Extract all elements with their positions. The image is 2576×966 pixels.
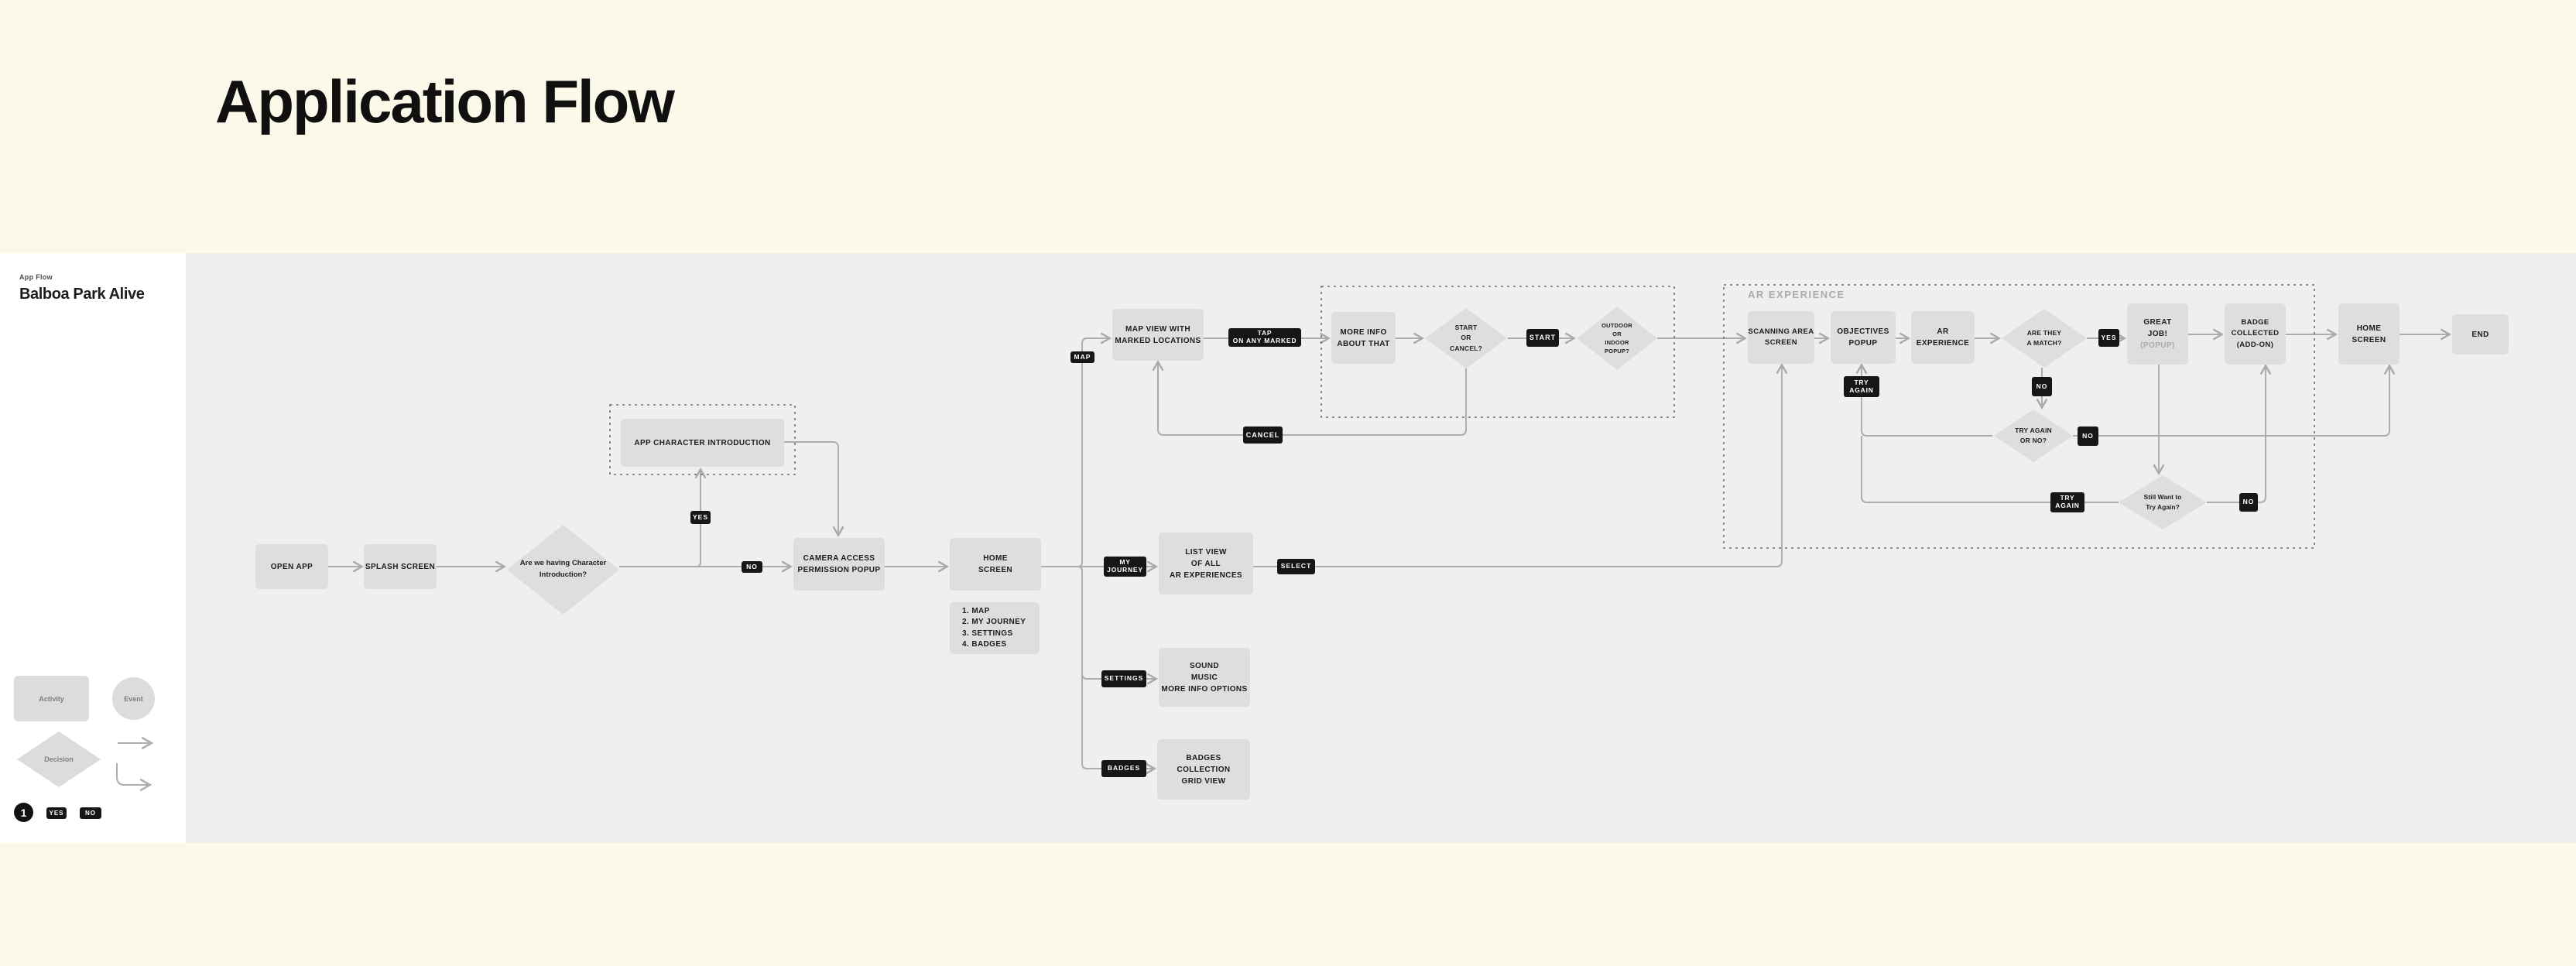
label-select: SELECT xyxy=(1277,559,1315,574)
edge-cancel-return xyxy=(1152,359,1467,436)
legend-activity-shape: Activity xyxy=(14,676,89,721)
legend-curved-arrow xyxy=(116,763,152,792)
edge-stillq-tryagain-rail xyxy=(1861,436,2119,503)
edge-no-homescreen xyxy=(2073,363,2396,437)
node-objectives-popup: OBJECTIVES POPUP xyxy=(1831,311,1896,364)
legend-event-label: Event xyxy=(124,694,143,703)
label-no-intro: NO xyxy=(742,561,762,573)
node-splash-screen: SPLASH SCREEN xyxy=(364,544,437,589)
node-home-menu-list: 1. MAP 2. MY JOURNEY 3. SETTINGS 4. BADG… xyxy=(950,602,1040,654)
ar-section-label: AR EXPERIENCE xyxy=(1748,289,1845,300)
label-badges: BADGES xyxy=(1101,760,1146,777)
edge-settings-branch xyxy=(1077,566,1159,685)
label-try-again-1: TRY AGAIN xyxy=(1844,376,1879,397)
legend-arrows xyxy=(116,736,154,792)
node-great-job-popup: GREAT JOB! (POPUP) xyxy=(2127,303,2188,365)
legend-no-pill: NO xyxy=(80,807,101,819)
label-no-still: NO xyxy=(2239,493,2258,512)
sidebar-title: Balboa Park Alive xyxy=(19,286,145,303)
node-end: END xyxy=(2452,314,2509,355)
legend-number-badge: 1 xyxy=(14,803,33,822)
label-yes-intro: YES xyxy=(690,511,711,524)
label-no-tryagain: NO xyxy=(2078,426,2098,446)
sidebar-eyebrow: App Flow xyxy=(19,273,53,281)
flow-connectors-svg xyxy=(328,284,2452,775)
legend-decision-label: Decision xyxy=(44,755,74,763)
edge-map-branch xyxy=(1077,332,1112,567)
edge-badges-branch xyxy=(1077,566,1157,775)
node-more-info: MORE INFO ABOUT THAT xyxy=(1331,312,1396,364)
node-app-character-introduction: APP CHARACTER INTRODUCTION xyxy=(621,419,784,467)
label-try-again-2: TRY AGAIN xyxy=(2050,492,2084,512)
label-tap-on-marked: TAP ON ANY MARKED xyxy=(1228,328,1301,347)
sidebar: App Flow Balboa Park Alive Activity Even… xyxy=(0,253,186,843)
label-cancel: CANCEL xyxy=(1243,426,1283,444)
node-scanning-area-screen: SCANNING AREA SCREEN xyxy=(1748,311,1814,364)
flow-canvas: AR EXPERIENCE OPEN APP SPLASH SCREEN APP… xyxy=(186,253,2576,843)
page-title: Application Flow xyxy=(215,67,675,135)
node-ar-experience: AR EXPERIENCE xyxy=(1911,311,1975,364)
edge-tryagain-objectives xyxy=(1855,362,1992,437)
node-home-screen-2: HOME SCREEN xyxy=(2338,303,2400,365)
legend-yes-pill: YES xyxy=(46,807,67,819)
great-job-sub-label: (POPUP) xyxy=(2140,341,2175,350)
node-badges-grid: BADGES COLLECTION GRID VIEW xyxy=(1157,739,1250,800)
node-camera-permission-popup: CAMERA ACCESS PERMISSION POPUP xyxy=(793,538,885,591)
legend-activity-label: Activity xyxy=(39,694,64,703)
label-my-journey: MY JOURNEY xyxy=(1104,557,1146,577)
edge-yes-character-intro xyxy=(694,467,707,567)
edge-select-scanning xyxy=(1253,362,1788,567)
label-map: MAP xyxy=(1070,351,1094,363)
label-no-match: NO xyxy=(2032,377,2052,396)
node-open-app: OPEN APP xyxy=(255,544,328,589)
node-list-view-ar: LIST VIEW OF ALL AR EXPERIENCES xyxy=(1159,533,1253,594)
diagram-band: App Flow Balboa Park Alive Activity Even… xyxy=(0,253,2576,843)
label-start: START xyxy=(1526,329,1559,347)
great-job-label: GREAT JOB! xyxy=(2143,318,2172,338)
node-map-view: MAP VIEW WITH MARKED LOCATIONS xyxy=(1112,309,1204,361)
label-settings: SETTINGS xyxy=(1101,670,1146,687)
node-home-screen: HOME SCREEN xyxy=(950,538,1041,591)
edge-intro-camera xyxy=(784,441,844,538)
legend-event-shape: Event xyxy=(112,677,155,720)
edge-stillq-no-badge xyxy=(2207,363,2272,503)
label-yes-match: YES xyxy=(2098,329,2119,347)
node-settings-options: SOUND MUSIC MORE INFO OPTIONS xyxy=(1159,648,1250,707)
character-intro-group-outline xyxy=(609,404,796,475)
node-badge-collected: BADGE COLLECTED (ADD-ON) xyxy=(2225,303,2286,365)
